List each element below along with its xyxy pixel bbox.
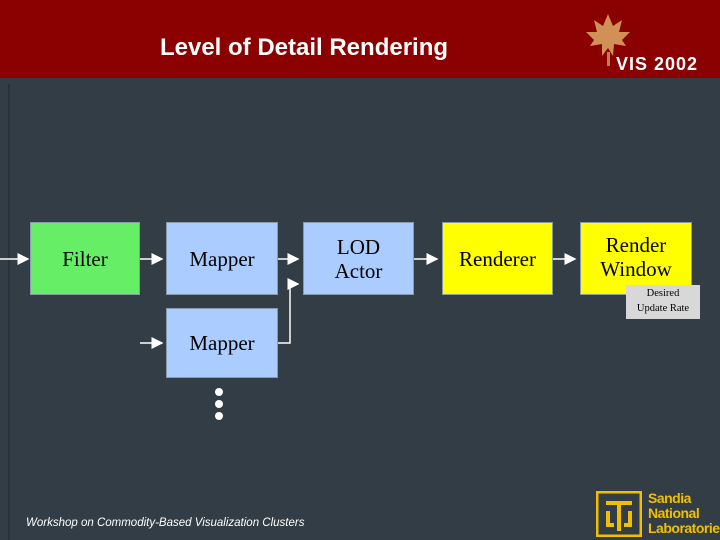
ellipsis-dot bbox=[215, 400, 223, 408]
mapper-box-bottom: Mapper bbox=[166, 308, 278, 378]
ellipsis-dots bbox=[215, 388, 223, 420]
sandia-line2: National bbox=[648, 505, 700, 521]
sandia-logo-text: Sandia National Laboratories bbox=[648, 491, 720, 536]
sandia-line3: Laboratories bbox=[648, 520, 720, 536]
render-window-box: Render Window bbox=[580, 222, 692, 295]
mapper-label: Mapper bbox=[189, 331, 255, 355]
render-window-label-line2: Window bbox=[600, 257, 672, 281]
left-rule bbox=[8, 84, 10, 540]
maple-leaf-icon bbox=[586, 14, 630, 66]
filter-box: Filter bbox=[30, 222, 140, 295]
mapper-box-top: Mapper bbox=[166, 222, 278, 295]
title-bar: Level of Detail Rendering VIS 2002 bbox=[0, 0, 720, 78]
desired-update-rate-line1: Desired bbox=[646, 288, 680, 299]
vis2002-text: VIS 2002 bbox=[616, 54, 698, 74]
filter-label: Filter bbox=[62, 246, 108, 271]
connector-mapper-bottom-lod bbox=[278, 278, 300, 344]
ellipsis-dot bbox=[215, 388, 223, 396]
slide-title: Level of Detail Rendering bbox=[159, 34, 449, 61]
desired-update-rate-line2: Update Rate bbox=[636, 303, 690, 314]
mapper-label: Mapper bbox=[189, 246, 255, 271]
footer-text: Workshop on Commodity-Based Visualizatio… bbox=[26, 517, 305, 529]
lod-actor-label-line1: LOD bbox=[336, 234, 381, 259]
ellipsis-dot bbox=[215, 412, 223, 420]
render-window-label-line1: Render bbox=[605, 233, 667, 257]
vis2002-logo: VIS 2002 bbox=[586, 14, 698, 74]
thunderbird-icon bbox=[596, 491, 642, 537]
desired-update-rate-label: Desired Update Rate bbox=[626, 285, 700, 319]
renderer-box: Renderer bbox=[442, 222, 553, 295]
renderer-label: Renderer bbox=[459, 246, 536, 271]
sandia-line1: Sandia bbox=[648, 490, 691, 506]
lod-actor-label-line2: Actor bbox=[334, 258, 383, 283]
lod-actor-box: LOD Actor bbox=[303, 222, 414, 295]
